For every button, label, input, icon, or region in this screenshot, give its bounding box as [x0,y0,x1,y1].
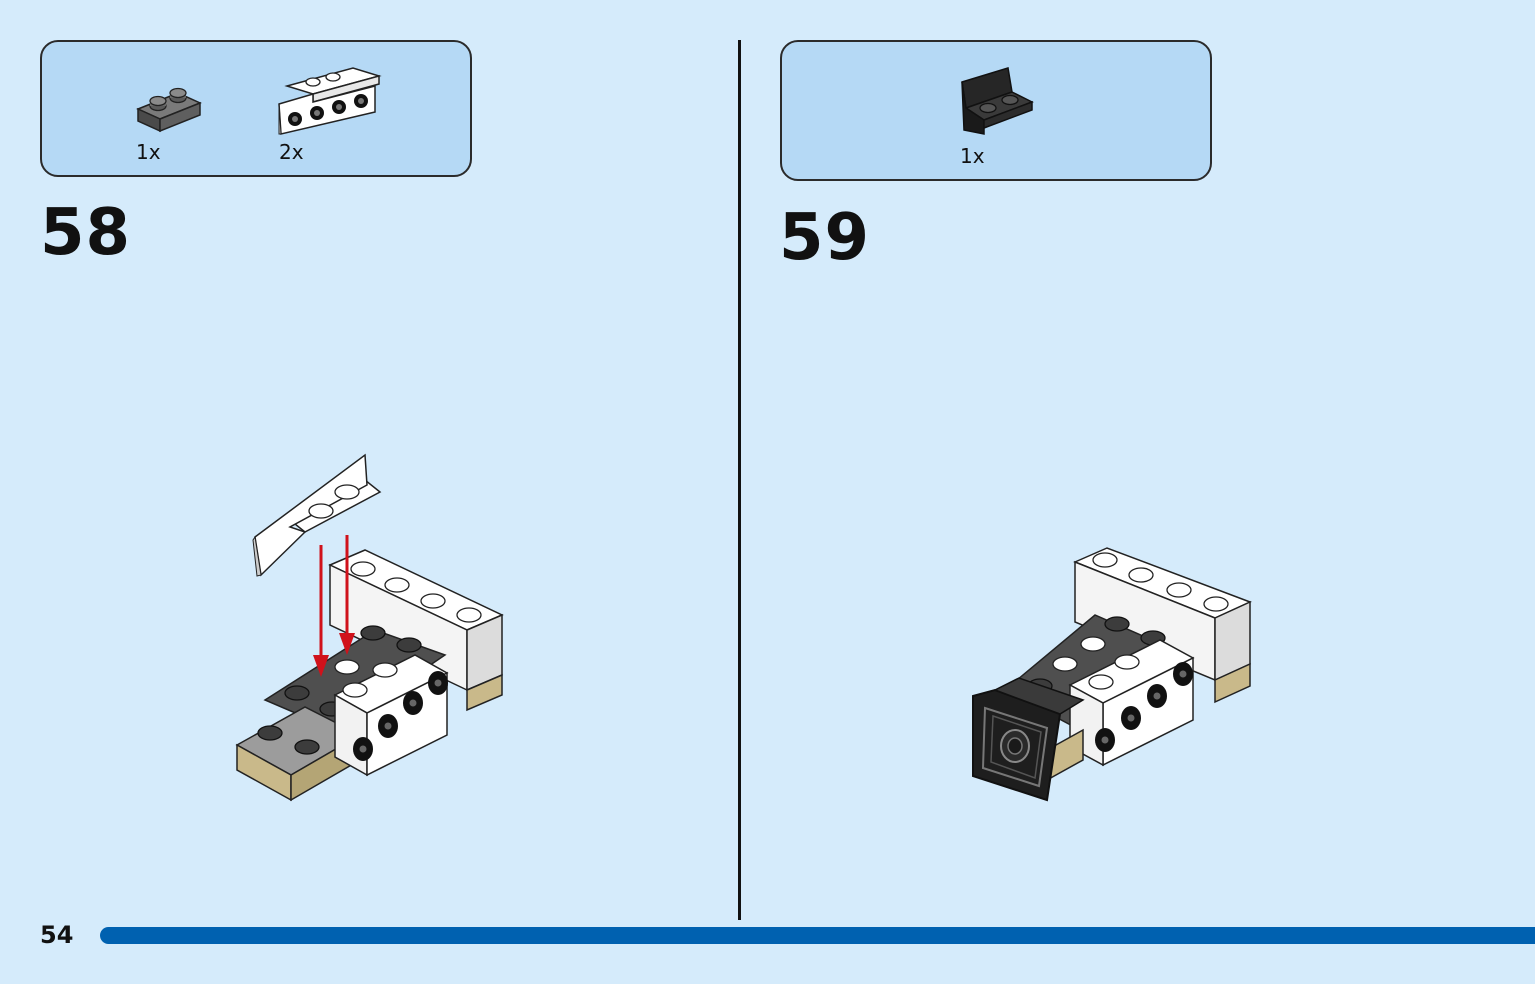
dark-gray-plate-1x2-icon [136,87,202,133]
step-number: 58 [40,196,132,270]
white-bracket-plate-icon [278,67,382,135]
page-number: 54 [40,921,74,949]
parts-box-step-59: 1x [780,40,1212,181]
parts-box-step-58: 1x 2x [40,40,472,177]
black-bracket-plate-icon [961,67,1034,135]
page-divider [738,40,741,920]
part-quantity: 1x [136,140,161,164]
step-58-build-illustration [235,453,504,802]
part-quantity: 1x [960,144,985,168]
step-59-build-illustration [972,547,1252,802]
progress-bar [100,927,1535,944]
insertion-arrow-icon [313,535,355,677]
step-number: 59 [779,201,871,275]
part-quantity: 2x [279,140,304,164]
